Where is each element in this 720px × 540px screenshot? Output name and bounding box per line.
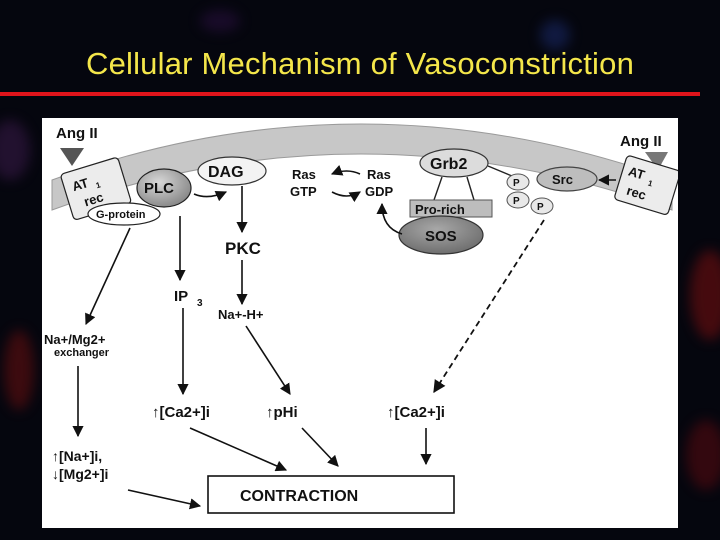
g-protein-label: G-protein [96,209,146,221]
title-underline [0,92,700,96]
ras-gtp-ras: Ras [292,167,316,182]
diagram-panel: Ang II Ang II AT 1 rec AT 1 rec G-protei… [42,118,678,528]
src-label: Src [552,172,573,187]
sos-label: SOS [425,228,457,245]
phospho-2-label: P [513,196,520,207]
ip3-subscript: 3 [197,298,203,309]
grb2-link-3 [487,165,513,177]
slide-title: Cellular Mechanism of Vasoconstriction [85,46,635,81]
background-speckle-spot [690,250,720,340]
at1-left-sub: 1 [95,180,102,190]
contraction-label: CONTRACTION [240,488,358,505]
arrow-na-h-to-ph [245,325,291,395]
ang-ii-left-label: Ang II [56,125,98,142]
dag-ellipse [197,156,267,186]
at1-right-at: AT [627,163,647,182]
pkc-label: PKC [225,239,261,258]
arrow-ph-to-contraction [301,427,339,467]
phospho-1-label: P [513,178,520,189]
ip3-label: IP [174,288,188,305]
at1-left-rec: rec [82,189,105,209]
background-speckle-spot [4,330,34,410]
plc-label: PLC [144,180,174,197]
arrow-gprotein-to-exchanger [85,227,131,326]
mg-down-label: ↓[Mg2+]i [52,466,108,482]
ca-right-label: ↑[Ca2+]i [387,404,445,421]
sos-ellipse [398,215,484,255]
pro-rich-label: Pro-rich [415,202,465,217]
exchanger-label: exchanger [54,347,110,359]
ras-gtp-gtp: GTP [290,184,317,199]
contraction-box [207,475,455,514]
ca-left-label: ↑[Ca2+]i [152,404,210,421]
phospho-2 [506,191,530,209]
ang-ii-right-triangle [645,152,668,170]
phospho-1 [506,173,530,191]
arrow-ions-to-contraction [127,489,202,510]
at1-right-rec: rec [625,183,648,203]
arrow-src-to-ca-dashed [433,219,545,394]
at1-receptor-right: AT 1 rec [614,155,678,215]
arrow-gdp-to-gtp [330,165,361,176]
arrow-plc-to-dag [193,190,228,202]
phospho-3 [530,197,554,215]
na-up-label: ↑[Na+]i, [52,448,102,464]
background-speckle-spot [686,420,720,490]
src-ellipse [536,166,598,192]
arrow-gtp-to-gdp [331,191,361,203]
grb2-label: Grb2 [430,156,467,173]
arrow-ca-left-to-contraction [189,427,288,472]
g-protein-ellipse [87,202,161,226]
background-speckle-spot [200,10,240,32]
ang-ii-left-triangle [60,148,84,166]
dag-label: DAG [208,164,244,181]
arrow-sos-to-ras-gdp [376,202,403,235]
background-speckle-spot [0,120,30,180]
na-h-exchanger-label: Na+-H+ [218,307,264,322]
ph-label: ↑pHi [266,404,298,421]
signaling-diagram: Ang II Ang II AT 1 rec AT 1 rec G-protei… [44,123,678,514]
phospho-3-label: P [537,202,544,213]
background-speckle-spot [540,20,570,50]
ras-gdp-ras: Ras [367,167,391,182]
at1-right-sub: 1 [647,179,654,189]
grb2-link-2 [466,176,475,201]
plc-ellipse [136,168,192,208]
ras-gdp-gdp: GDP [365,184,394,199]
at1-left-at: AT [70,175,90,194]
na-mg-exchanger-label: Na+/Mg2+ [44,332,106,347]
grb2-link-1 [433,176,443,201]
grb2-ellipse [419,148,489,178]
ang-ii-right-label: Ang II [620,133,662,150]
